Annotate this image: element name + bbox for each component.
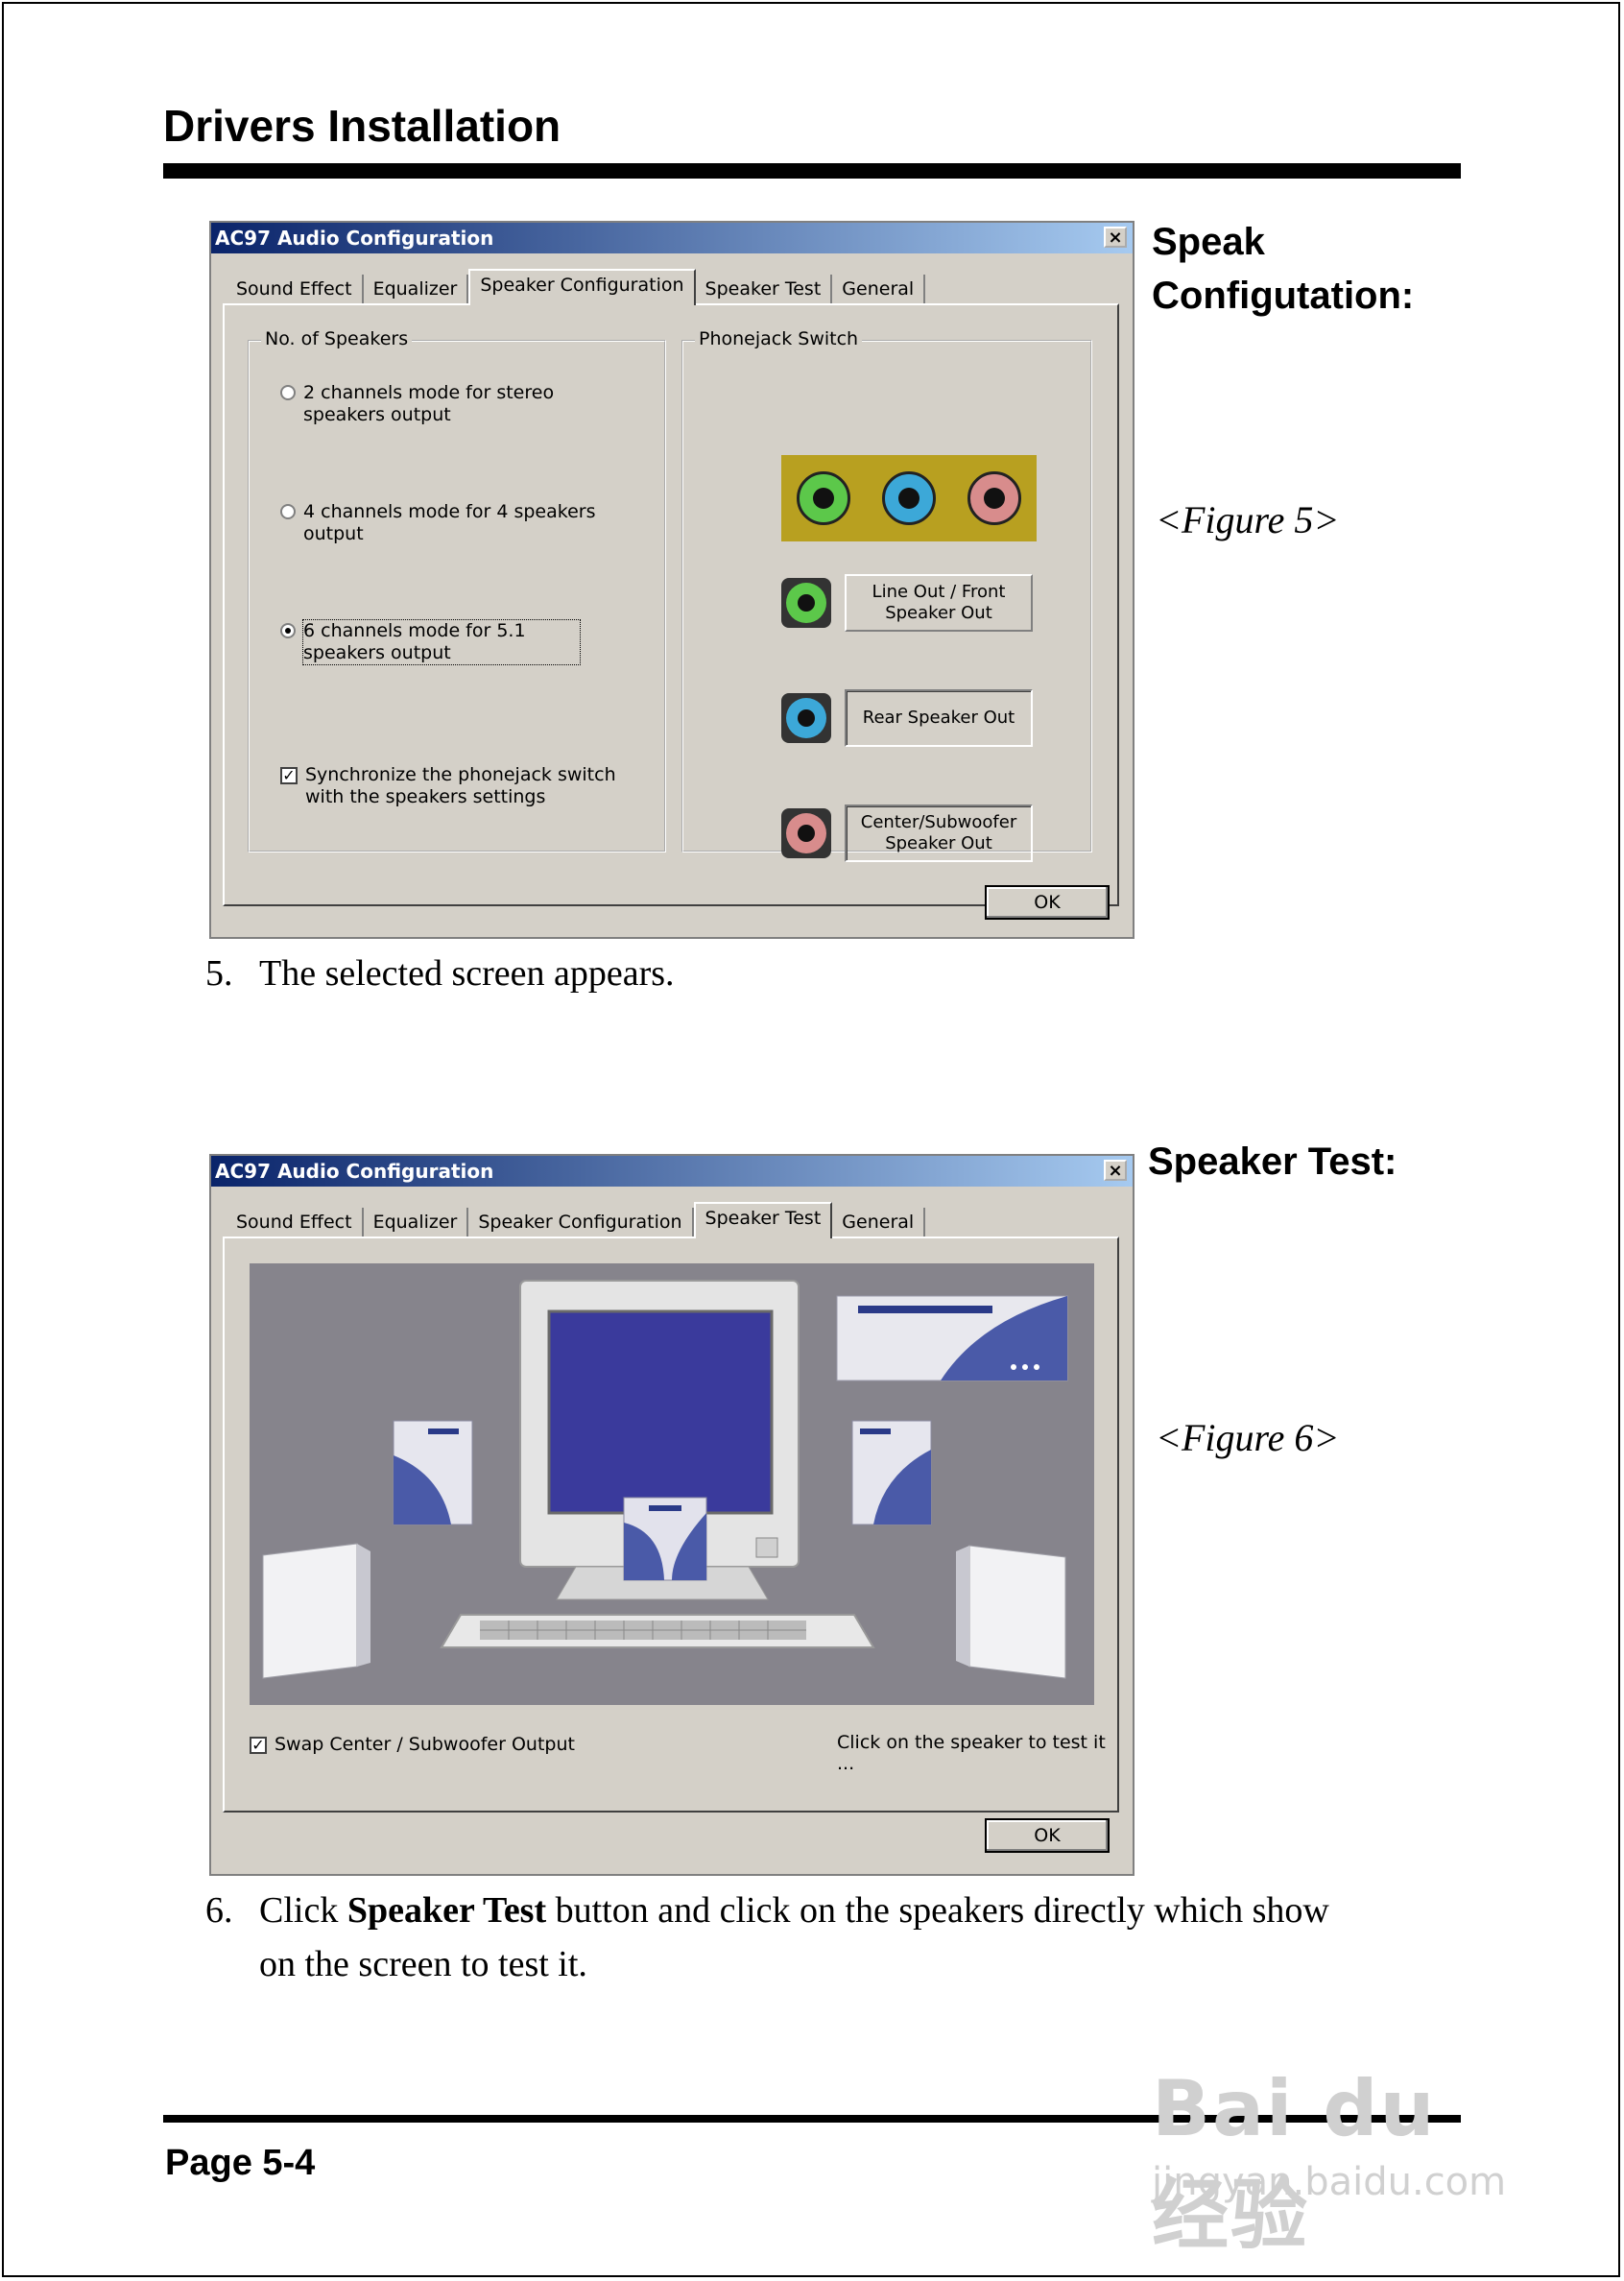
radio-6-channels[interactable]: 6 channels mode for 5.1 speakers output — [280, 619, 581, 665]
radio-label: 2 channels mode for stereo speakers outp… — [303, 382, 555, 425]
watermark-brand: Bai du 经验 — [1152, 2064, 1437, 2260]
speaker-test-scene — [250, 1263, 1094, 1705]
tab-speaker-configuration[interactable]: Speaker Configuration — [468, 269, 696, 305]
tab-speaker-test[interactable]: Speaker Test — [693, 1202, 833, 1238]
speaker-scene-illustration — [262, 1280, 1068, 1679]
audio-config-dialog-fig6: AC97 Audio Configuration × Sound Effect … — [209, 1154, 1134, 1876]
radio-label: 6 channels mode for 5.1 speakers output — [302, 619, 581, 665]
figure-5-label: <Figure 5> — [1156, 498, 1340, 541]
radio-dot[interactable] — [280, 504, 296, 519]
blue-jack-icon — [881, 471, 936, 525]
checkbox-label: Synchronize the phonejack switch with th… — [305, 764, 616, 807]
step-text: The selected screen appears. — [259, 953, 675, 994]
tab-strip: Sound Effect Equalizer Speaker Configura… — [227, 269, 926, 305]
tab-speaker-configuration[interactable]: Speaker Configuration — [468, 1208, 694, 1237]
keyboard-icon — [440, 1614, 875, 1648]
watermark-url: jingyan.baidu.com — [1152, 2160, 1507, 2204]
close-icon[interactable]: × — [1104, 227, 1127, 248]
step-number: 6. — [205, 1890, 233, 1931]
tab-general[interactable]: General — [832, 1208, 926, 1237]
monitor-icon — [519, 1280, 800, 1600]
step-text-line2: on the screen to test it. — [259, 1944, 587, 1984]
tab-sound-effect[interactable]: Sound Effect — [227, 275, 364, 303]
speaker-test-heading: Speaker Test: — [1148, 1140, 1397, 1183]
checkbox-label: Swap Center / Subwoofer Output — [275, 1734, 575, 1755]
front-left-speaker-icon[interactable] — [393, 1420, 473, 1525]
pink-jack-icon — [781, 808, 831, 858]
group-legend: No. of Speakers — [261, 328, 413, 349]
rear-right-speaker-icon[interactable] — [956, 1545, 1066, 1679]
ok-button[interactable]: OK — [985, 1818, 1110, 1853]
footer-rule — [163, 2115, 1461, 2123]
speaker-test-panel: ✓ Swap Center / Subwoofer Output Click o… — [223, 1237, 1119, 1813]
green-jack-icon — [797, 471, 851, 525]
step-text-post: button and click on the speakers directl… — [546, 1890, 1329, 1931]
header-rule — [163, 163, 1461, 179]
radio-dot-selected[interactable] — [280, 623, 296, 638]
page-header-title: Drivers Installation — [163, 101, 561, 151]
rear-speaker-out-button[interactable]: Rear Speaker Out — [845, 689, 1033, 747]
center-speaker-icon[interactable] — [623, 1497, 707, 1581]
speaker-test-hint: Click on the speaker to test it ... — [837, 1732, 1106, 1774]
tab-strip: Sound Effect Equalizer Speaker Configura… — [227, 1202, 926, 1238]
blue-jack-icon — [781, 693, 831, 743]
no-of-speakers-group: No. of Speakers 2 channels mode for ster… — [248, 328, 666, 852]
radio-4-channels[interactable]: 4 channels mode for 4 speakers output — [280, 501, 630, 545]
step-number: 5. — [205, 953, 233, 994]
speak-config-heading: Speak Configutation: — [1152, 215, 1414, 323]
rear-left-speaker-icon[interactable] — [262, 1543, 370, 1679]
dialog-titlebar: AC97 Audio Configuration × — [211, 1156, 1133, 1187]
step-text-bold: Speaker Test — [346, 1890, 547, 1931]
green-jack-icon — [781, 578, 831, 628]
group-legend: Phonejack Switch — [695, 328, 863, 349]
page-number: Page 5-4 — [165, 2143, 316, 2183]
tab-sound-effect[interactable]: Sound Effect — [227, 1208, 364, 1237]
subwoofer-icon[interactable] — [836, 1295, 1068, 1381]
step-text-pre: Click — [259, 1890, 347, 1931]
dialog-title: AC97 Audio Configuration — [215, 227, 494, 250]
line-out-front-button[interactable]: Line Out / Front Speaker Out — [845, 574, 1033, 632]
audio-config-dialog-fig5: AC97 Audio Configuration × Sound Effect … — [209, 221, 1134, 939]
figure-6-label: <Figure 6> — [1156, 1416, 1340, 1459]
front-right-speaker-icon[interactable] — [851, 1420, 932, 1525]
baidu-watermark-logo: Bai du 经验 jingyan.baidu.com — [1152, 2064, 1536, 2260]
tab-speaker-test[interactable]: Speaker Test — [696, 275, 833, 303]
close-icon[interactable]: × — [1104, 1160, 1127, 1181]
phonejack-strip-image — [781, 455, 1037, 541]
radio-label: 4 channels mode for 4 speakers output — [303, 501, 596, 544]
speaker-config-panel: No. of Speakers 2 channels mode for ster… — [223, 303, 1119, 906]
tab-equalizer[interactable]: Equalizer — [364, 1208, 469, 1237]
checkbox-box[interactable]: ✓ — [280, 767, 298, 784]
pink-jack-icon — [967, 471, 1021, 525]
center-subwoofer-out-button[interactable]: Center/Subwoofer Speaker Out — [845, 804, 1033, 862]
heading-line: Configutation: — [1152, 275, 1415, 317]
radio-2-channels[interactable]: 2 channels mode for stereo speakers outp… — [280, 382, 591, 426]
tab-equalizer[interactable]: Equalizer — [364, 275, 469, 303]
heading-line: Speak — [1152, 221, 1265, 263]
phonejack-switch-group: Phonejack Switch — [681, 328, 1092, 852]
ok-button[interactable]: OK — [985, 885, 1110, 920]
sync-phonejack-checkbox[interactable]: ✓ Synchronize the phonejack switch with … — [280, 764, 632, 808]
swap-center-subwoofer-checkbox[interactable]: ✓ Swap Center / Subwoofer Output — [250, 1734, 575, 1755]
checkbox-box[interactable]: ✓ — [250, 1737, 267, 1754]
radio-dot[interactable] — [280, 385, 296, 400]
dialog-title: AC97 Audio Configuration — [215, 1160, 494, 1183]
step-6: 6. Click Speaker Test button and click on… — [205, 1884, 1472, 1991]
step-5: 5. The selected screen appears. — [205, 947, 1472, 1000]
dialog-titlebar: AC97 Audio Configuration × — [211, 223, 1133, 253]
tab-general[interactable]: General — [832, 275, 926, 303]
